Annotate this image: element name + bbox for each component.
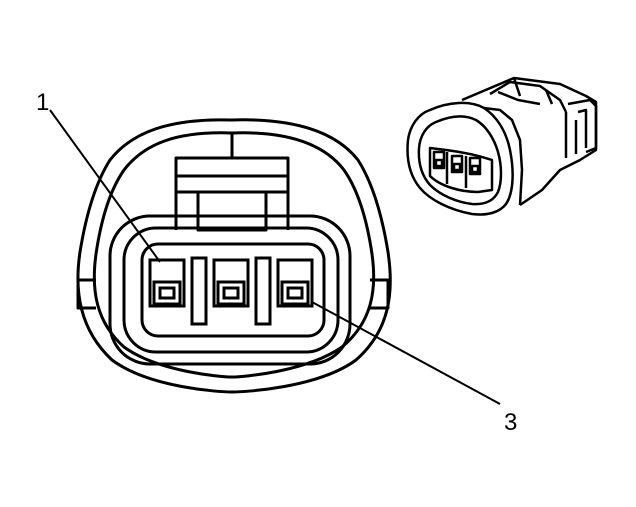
callouts <box>49 109 501 405</box>
iso-cavity <box>428 146 494 194</box>
cavity-frame-inner <box>140 242 326 338</box>
cavity-frame-middle <box>122 226 340 354</box>
housing-outer-outline <box>76 118 392 394</box>
connector-face-view <box>76 118 392 394</box>
terminal-pin-1 <box>148 258 186 308</box>
locking-latch <box>174 133 290 232</box>
terminal-pin-2 <box>212 258 250 308</box>
callout-label-3: 3 <box>504 409 517 436</box>
housing-inner-outline <box>92 131 376 379</box>
callout-label-1: 1 <box>36 89 49 116</box>
leader-line-1 <box>49 109 161 263</box>
leader-line-3 <box>311 301 501 405</box>
iso-front-face-inner <box>417 115 503 206</box>
right-side-tab <box>370 278 390 310</box>
iso-front-face-outer <box>406 101 514 216</box>
terminal-separator <box>254 256 272 326</box>
terminal-pin-3 <box>276 258 314 308</box>
left-side-tab <box>76 278 96 310</box>
terminal-row <box>148 256 314 326</box>
connector-isometric-view <box>406 76 598 216</box>
cavity-frame-outer <box>108 214 352 366</box>
terminal-separator <box>190 256 208 326</box>
